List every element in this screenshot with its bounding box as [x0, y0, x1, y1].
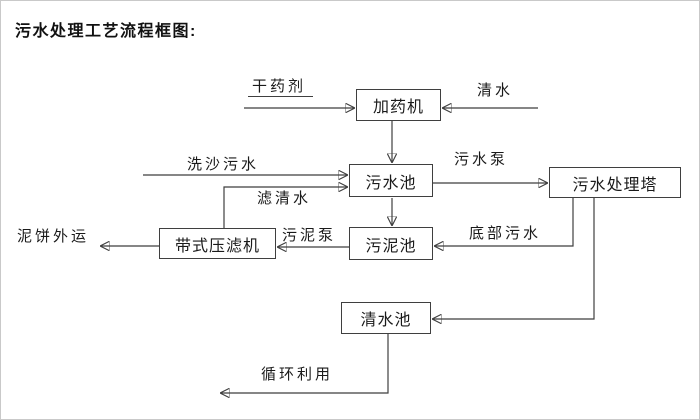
box-treatment-tower-label: 污水处理塔: [572, 176, 658, 194]
box-clean-water-pool: 清水池: [341, 302, 431, 334]
box-sewage-pool: 污水池: [349, 164, 433, 197]
flow-label-bottom-sewage: 底部污水: [469, 225, 542, 242]
page-title: 污水处理工艺流程框图:: [15, 23, 197, 40]
box-clean-water-pool-label: 清水池: [360, 312, 412, 329]
flow-label-recycling: 循环利用: [261, 366, 334, 383]
flow-label-mud-cake-out: 泥饼外运: [17, 228, 90, 245]
flow-label-filtered-water: 滤清水: [257, 190, 312, 207]
arrow-tower-to-clean-water-pool: [433, 198, 595, 319]
arrow-filtered-water-belt-press-to-sewage-pool: [223, 187, 347, 228]
arrow-recycling-out: [221, 334, 389, 393]
box-sludge-pool: 污泥池: [349, 227, 433, 260]
box-treatment-tower: 污水处理塔: [549, 167, 681, 198]
box-belt-filter-press-label: 带式压滤机: [174, 237, 260, 255]
arrow-bottom-sewage-tower-to-sludge-pool: [435, 198, 574, 246]
box-dosing-machine-label: 加药机: [372, 99, 424, 116]
flow-label-sewage-pump: 污水泵: [454, 151, 509, 168]
box-sewage-pool-label: 污水池: [365, 174, 417, 192]
flow-label-sludge-pump: 污泥泵: [282, 227, 337, 244]
flow-label-dry-agent: 干药剂: [248, 78, 314, 97]
box-belt-filter-press: 带式压滤机: [159, 228, 276, 259]
box-dosing-machine: 加药机: [356, 89, 441, 121]
flow-label-sand-washing-sewage: 洗沙污水: [187, 156, 260, 173]
flow-label-clean-water: 清水: [477, 82, 514, 99]
box-sludge-pool-label: 污泥池: [365, 237, 417, 255]
